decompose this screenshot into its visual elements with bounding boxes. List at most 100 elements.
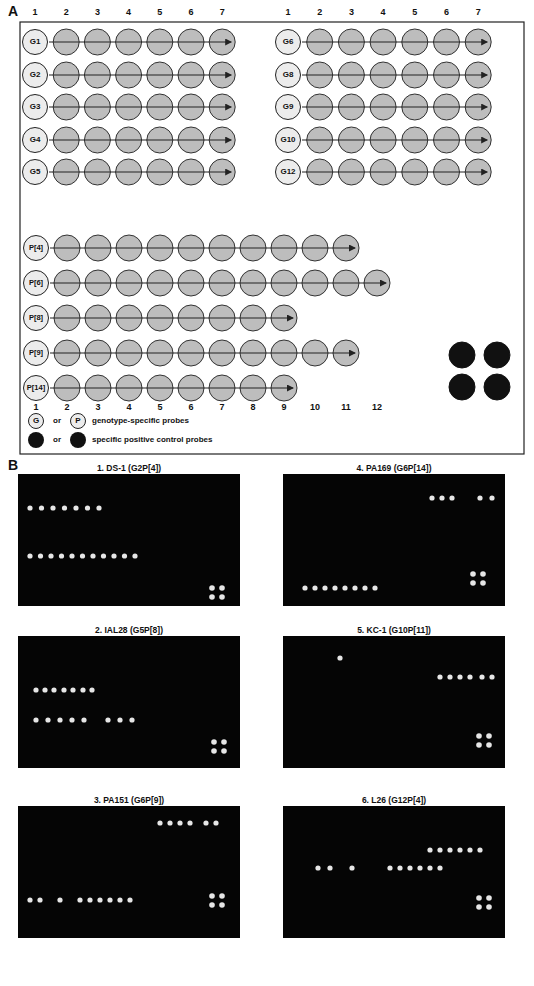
scan-image — [18, 806, 240, 938]
signal-spot — [48, 553, 53, 558]
signal-spot — [62, 505, 67, 510]
signal-spot — [489, 674, 494, 679]
array-result-panel: 4. PA169 (G6P[14]) — [283, 462, 505, 606]
signal-spot — [45, 717, 50, 722]
row-arrow — [302, 74, 487, 75]
probe-name: G6 — [283, 38, 294, 46]
genotype-probe-label: G5 — [22, 159, 48, 185]
control-spot — [211, 739, 217, 745]
column-number: 3 — [95, 8, 100, 17]
control-spot — [209, 893, 215, 899]
column-number: 3 — [349, 8, 354, 17]
probe-name: P[8] — [29, 314, 43, 322]
signal-spot — [427, 865, 432, 870]
row-arrow — [50, 352, 355, 353]
probe-name: P[6] — [29, 279, 43, 287]
signal-spot — [327, 865, 332, 870]
signal-spot — [50, 505, 55, 510]
signal-spot — [332, 585, 337, 590]
signal-spot — [107, 897, 112, 902]
array-result-panel: 1. DS-1 (G2P[4]) — [18, 462, 240, 606]
signal-spot — [77, 897, 82, 902]
signal-spot — [467, 847, 472, 852]
panel-title: 3. PA151 (G6P[9]) — [18, 794, 240, 806]
positive-control-spot — [484, 342, 510, 368]
column-number: 5 — [157, 8, 162, 17]
column-number: 5 — [157, 403, 162, 412]
scan-image — [283, 806, 505, 938]
signal-spot — [33, 687, 38, 692]
control-spot — [480, 580, 486, 586]
scan-image — [283, 474, 505, 606]
signal-spot — [342, 585, 347, 590]
positive-control-spot — [449, 374, 475, 400]
signal-spot — [477, 495, 482, 500]
control-spot — [209, 902, 215, 908]
signal-spot — [27, 553, 32, 558]
control-spot — [221, 748, 227, 754]
signal-spot — [429, 495, 434, 500]
column-number: 1 — [33, 403, 38, 412]
signal-spot — [73, 505, 78, 510]
legend-text: genotype-specific probes — [92, 417, 189, 425]
signal-spot — [187, 820, 192, 825]
signal-spot — [387, 865, 392, 870]
genotype-probe-label: P[9] — [23, 340, 49, 366]
legend-connector-word: or — [53, 436, 61, 444]
signal-spot — [122, 553, 127, 558]
genotype-probe-label: G12 — [275, 159, 301, 185]
probe-name: G12 — [280, 168, 295, 176]
control-spot — [476, 904, 482, 910]
row-arrow — [302, 106, 487, 107]
signal-spot — [437, 847, 442, 852]
signal-spot — [69, 717, 74, 722]
column-number: 9 — [281, 403, 286, 412]
hybridization-spots — [18, 474, 240, 606]
column-number: 4 — [126, 8, 131, 17]
genotype-probe-label: G10 — [275, 127, 301, 153]
signal-spot — [312, 585, 317, 590]
signal-spot — [203, 820, 208, 825]
panel-title: 2. IAL28 (G5P[8]) — [18, 624, 240, 636]
array-result-panel: 6. L26 (G12P[4]) — [283, 794, 505, 938]
legend-control-swatch — [28, 432, 44, 448]
signal-spot — [69, 553, 74, 558]
signal-spot — [129, 717, 134, 722]
control-spot — [219, 902, 225, 908]
scan-image — [283, 636, 505, 768]
control-spot — [470, 571, 476, 577]
signal-spot — [157, 820, 162, 825]
signal-spot — [33, 717, 38, 722]
row-arrow — [302, 171, 487, 172]
signal-spot — [417, 865, 422, 870]
panel-title: 5. KC-1 (G10P[11]) — [283, 624, 505, 636]
row-arrow — [49, 41, 231, 42]
genotype-probe-label: G1 — [22, 29, 48, 55]
scan-image — [18, 636, 240, 768]
panel-letter: B — [8, 458, 18, 472]
column-number: 6 — [188, 403, 193, 412]
probe-name: G4 — [30, 136, 41, 144]
signal-spot — [437, 674, 442, 679]
genotype-probe-label: G4 — [22, 127, 48, 153]
hybridization-spots — [18, 806, 240, 938]
column-number: 10 — [310, 403, 320, 412]
row-arrow — [49, 74, 231, 75]
row-arrow — [50, 387, 293, 388]
row-arrow — [50, 282, 386, 283]
column-number: 5 — [412, 8, 417, 17]
array-result-panel: 3. PA151 (G6P[9]) — [18, 794, 240, 938]
legend-connector-word: or — [53, 417, 61, 425]
signal-spot — [117, 717, 122, 722]
column-number: 4 — [126, 403, 131, 412]
signal-spot — [87, 897, 92, 902]
row-arrow — [302, 41, 487, 42]
row-arrow — [50, 247, 355, 248]
probe-name: P[4] — [29, 244, 43, 252]
signal-spot — [479, 674, 484, 679]
genotype-probe-label: G9 — [275, 94, 301, 120]
probe-name: P — [75, 417, 80, 425]
control-spot — [486, 904, 492, 910]
panel-title: 4. PA169 (G6P[14]) — [283, 462, 505, 474]
signal-spot — [38, 553, 43, 558]
